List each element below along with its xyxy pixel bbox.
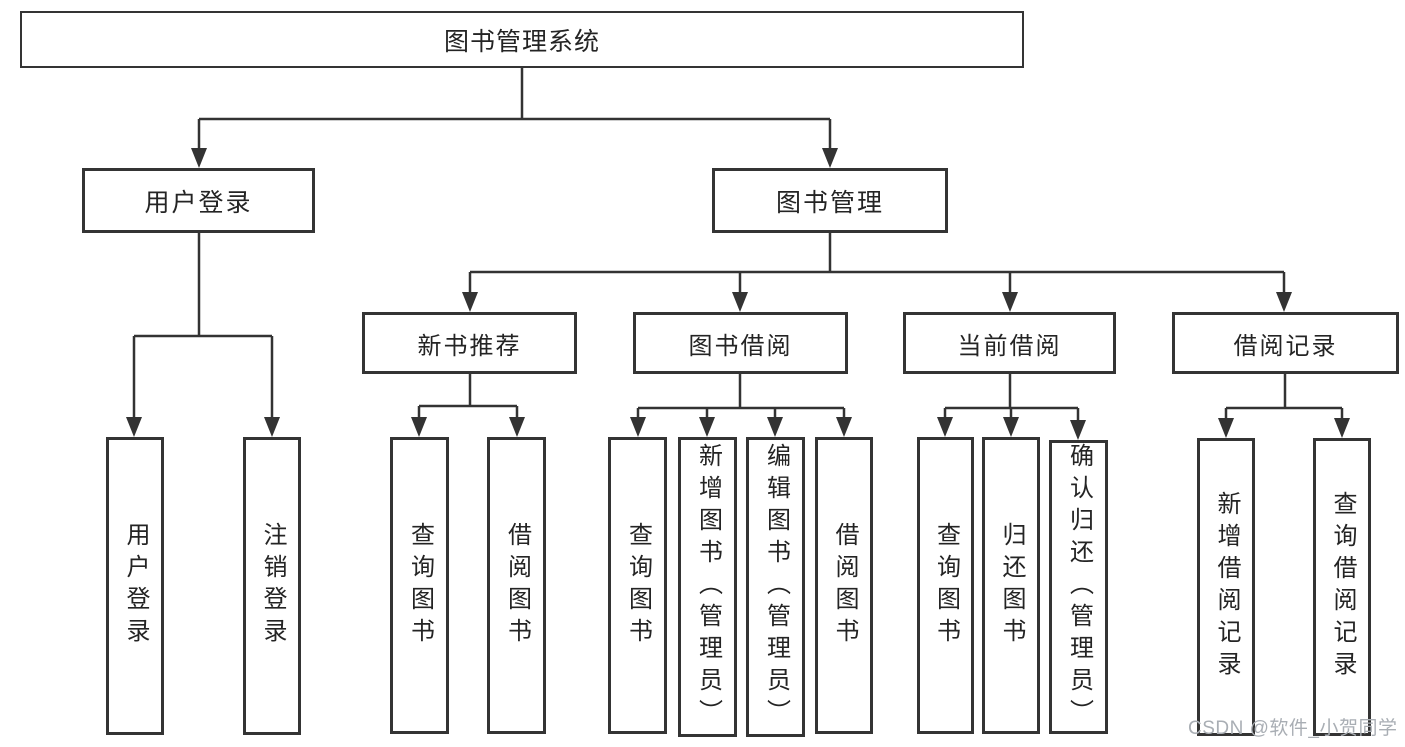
node-label: 用户登录: [122, 522, 149, 650]
node-label: 图书借阅: [688, 332, 793, 360]
node-user-login: 用户登录: [82, 168, 315, 233]
node-book-borrowing: 图书借阅: [633, 312, 848, 374]
node-return-books: 归还图书: [982, 437, 1040, 734]
node-book-management: 图书管理: [712, 168, 948, 233]
node-current-borrowing: 当前借阅: [903, 312, 1116, 374]
node-label: 新书推荐: [417, 332, 522, 360]
node-borrowing-records: 借阅记录: [1172, 312, 1399, 374]
node-label: 归还图书: [998, 521, 1025, 650]
node-add-borrow-record: 新增借阅记录: [1197, 438, 1255, 736]
node-query-borrow-record: 查询借阅记录: [1313, 438, 1371, 736]
node-borrow-books-1: 借阅图书: [487, 437, 546, 734]
node-query-books-3: 查询图书: [917, 437, 974, 734]
node-logout: 注销登录: [243, 437, 301, 735]
node-label: 图书管理: [775, 188, 884, 217]
csdn-watermark: CSDN @软件_小贺同学: [1188, 718, 1398, 739]
node-label: 借阅图书: [831, 521, 858, 650]
node-user-login-leaf: 用户登录: [106, 437, 164, 735]
node-label: 确认归还（管理员）: [1065, 443, 1093, 731]
node-label: 编辑图书（管理员）: [762, 443, 790, 731]
node-label: 借阅图书: [503, 521, 531, 650]
node-label: 用户登录: [144, 188, 253, 217]
node-borrow-books-2: 借阅图书: [815, 437, 873, 734]
node-label: 查询图书: [932, 521, 960, 650]
connector-paths: [132, 68, 1344, 436]
node-label: 查询借阅记录: [1329, 491, 1356, 683]
node-label: 注销登录: [259, 522, 286, 650]
node-confirm-return-admin: 确认归还（管理员）: [1049, 440, 1108, 734]
node-add-books-admin: 新增图书（管理员）: [678, 437, 737, 737]
node-label: 借阅记录: [1233, 332, 1338, 360]
node-query-books-1: 查询图书: [390, 437, 449, 734]
node-query-books-2: 查询图书: [608, 437, 667, 734]
node-label: 新增图书（管理员）: [694, 443, 722, 731]
node-label: 查询图书: [406, 521, 434, 650]
node-label: 查询图书: [624, 521, 652, 650]
node-label: 新增借阅记录: [1213, 491, 1240, 683]
node-label: 图书管理系统: [443, 27, 600, 56]
arrow-down-icons: [126, 148, 1350, 440]
node-new-book-recommendation: 新书推荐: [362, 312, 577, 374]
node-label: 当前借阅: [957, 332, 1062, 360]
node-edit-books-admin: 编辑图书（管理员）: [746, 437, 805, 737]
node-library-management-system: 图书管理系统: [20, 11, 1024, 68]
